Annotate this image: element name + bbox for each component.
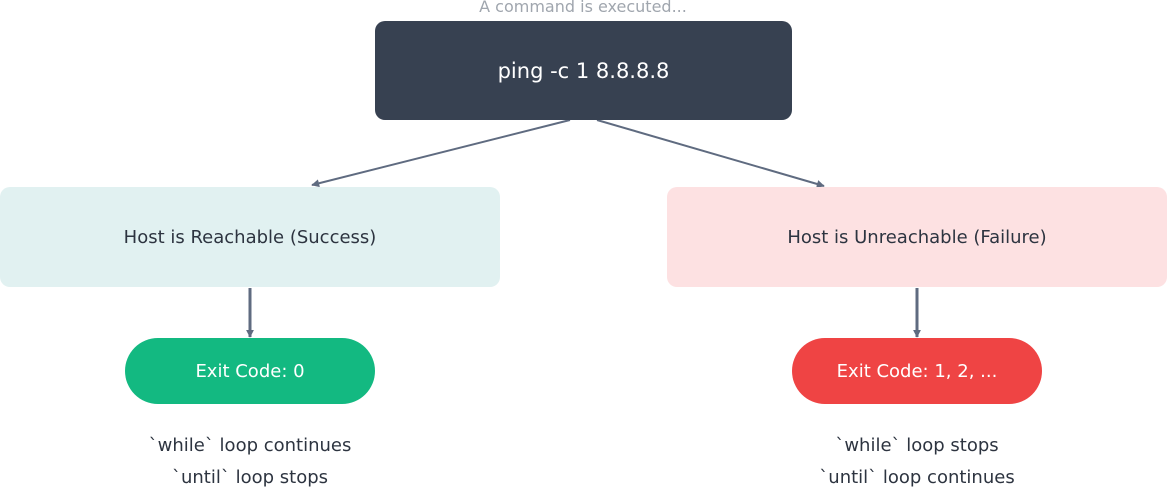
command-text: ping -c 1 8.8.8.8 — [497, 58, 670, 83]
arrow-command-to-success — [311, 119, 571, 188]
failure-state-label: Host is Unreachable (Failure) — [787, 226, 1047, 248]
success-exit-code-label: Exit Code: 0 — [195, 360, 305, 382]
diagram-caption: A command is executed... — [479, 0, 687, 16]
failure-exit-code-label: Exit Code: 1, 2, ... — [836, 360, 998, 382]
arrow-command-to-failure — [596, 119, 825, 188]
failure-exit-code-pill: Exit Code: 1, 2, ... — [792, 338, 1042, 404]
failure-state-box: Host is Unreachable (Failure) — [667, 187, 1167, 287]
failure-note-while: `while` loop stops — [835, 435, 999, 456]
failure-loop-notes: `while` loop stops `until` loop continue… — [757, 430, 1077, 494]
success-note-while: `while` loop continues — [148, 435, 352, 456]
success-loop-notes: `while` loop continues `until` loop stop… — [90, 430, 410, 494]
failure-note-until: `until` loop continues — [819, 467, 1015, 488]
command-box: ping -c 1 8.8.8.8 — [375, 21, 792, 120]
success-state-label: Host is Reachable (Success) — [123, 226, 377, 248]
success-note-until: `until` loop stops — [171, 467, 329, 488]
success-state-box: Host is Reachable (Success) — [0, 187, 500, 287]
success-exit-code-pill: Exit Code: 0 — [125, 338, 375, 404]
